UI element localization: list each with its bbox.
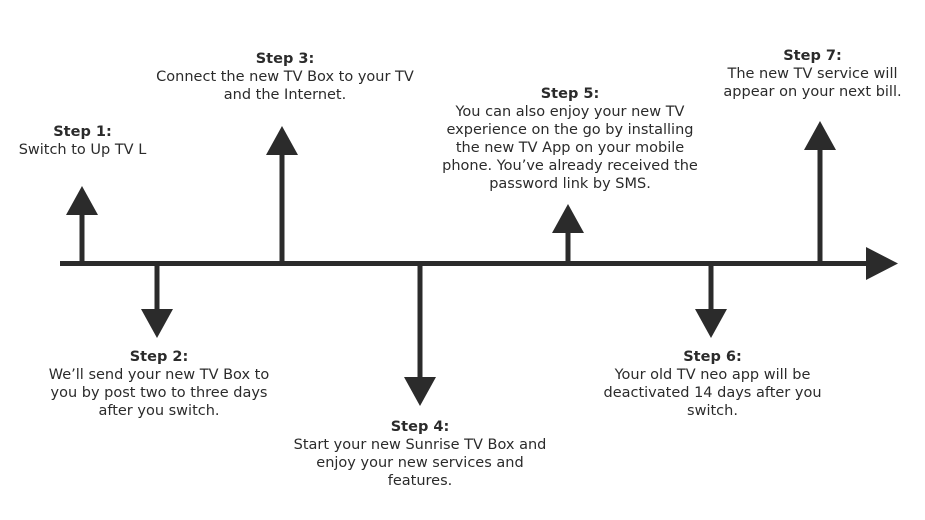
timeline-arrowhead: [866, 247, 898, 280]
step-2-line-1: We’ll send your new TV Box to: [48, 367, 270, 383]
step-2-marker: [141, 264, 173, 338]
step-4-title: Step 4:: [390, 419, 450, 435]
step-5-marker: [552, 204, 584, 263]
step-3-line-1: Connect the new TV Box to your TV: [156, 69, 414, 85]
step-6-marker: [695, 264, 727, 338]
step-5-line-1: You can also enjoy your new TV: [455, 104, 685, 120]
step-4-line-1: Start your new Sunrise TV Box and: [293, 437, 547, 453]
step-6-line-1: Your old TV neo app will be: [614, 367, 811, 383]
step-7-marker: [804, 121, 836, 263]
step-6-line-3: switch.: [687, 403, 738, 419]
step-1-line-1: Switch to Up TV L: [18, 142, 147, 158]
step-3-marker: [266, 126, 298, 263]
step-7-label: Step 7: The new TV service will appear o…: [700, 47, 925, 101]
step-7-line-2: appear on your next bill.: [723, 84, 902, 100]
step-1-title: Step 1:: [53, 124, 112, 140]
step-7-title: Step 7:: [783, 48, 842, 64]
step-2-label: Step 2: We’ll send your new TV Box to yo…: [0, 348, 318, 420]
step-5-line-5: password link by SMS.: [489, 176, 651, 192]
step-3-line-2: and the Internet.: [223, 87, 347, 103]
step-1-marker: [66, 186, 98, 263]
step-2-line-2: you by post two to three days: [50, 385, 268, 401]
step-5-line-3: the new TV App on your mobile: [455, 140, 685, 156]
step-5-title: Step 5:: [540, 86, 600, 102]
step-5-line-2: experience on the go by installing: [446, 122, 694, 138]
step-6-label: Step 6: Your old TV neo app will be deac…: [565, 348, 860, 420]
step-5-line-4: phone. You’ve already received the: [442, 158, 698, 174]
step-6-line-2: deactivated 14 days after you: [603, 385, 822, 401]
step-5-label: Step 5: You can also enjoy your new TV e…: [415, 85, 725, 193]
step-2-line-3: after you switch.: [98, 403, 220, 419]
step-4-line-3: features.: [387, 473, 453, 489]
step-3-label: Step 3: Connect the new TV Box to your T…: [130, 50, 440, 104]
step-3-title: Step 3:: [255, 51, 315, 67]
step-7-line-1: The new TV service will: [727, 66, 898, 82]
step-4-marker: [404, 264, 436, 406]
step-4-label: Step 4: Start your new Sunrise TV Box an…: [265, 418, 575, 490]
step-4-line-2: enjoy your new services and: [316, 455, 524, 471]
step-6-title: Step 6:: [683, 349, 742, 365]
timeline-axis: [60, 261, 870, 266]
step-1-label: Step 1: Switch to Up TV L: [0, 123, 165, 159]
step-2-title: Step 2:: [129, 349, 189, 365]
